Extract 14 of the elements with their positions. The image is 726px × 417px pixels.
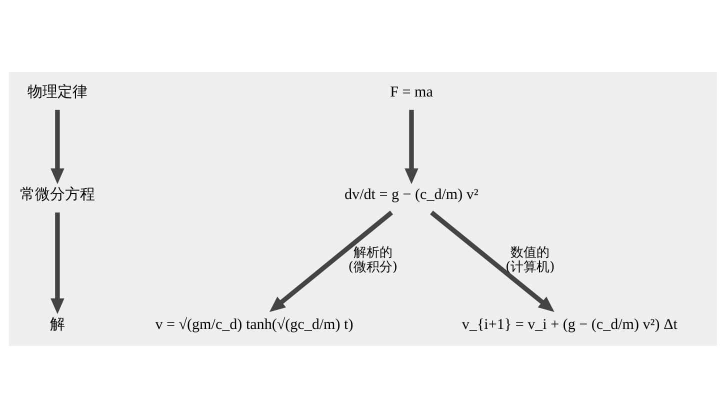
node-text: F = ma <box>390 84 433 100</box>
edge-label: 数值的 (计算机) <box>505 245 555 274</box>
node-text: dv/dt = g − (c_d/m) v² <box>344 186 478 202</box>
arrow <box>50 212 64 314</box>
arrow <box>404 109 418 184</box>
arrow <box>430 210 554 312</box>
edge-label: 解析的 (微积分) <box>348 245 398 274</box>
node-text: 常微分方程 <box>20 184 95 202</box>
arrow <box>50 109 64 184</box>
node-text: 解 <box>50 314 65 332</box>
node-text: 物理定律 <box>27 82 88 100</box>
node-text: v = √(gm/c_d) tanh(√(gc_d/m) t) <box>155 316 354 332</box>
arrow <box>269 210 394 312</box>
node-text: v_{i+1} = v_i + (g − (c_d/m) v²) Δt <box>462 316 678 332</box>
